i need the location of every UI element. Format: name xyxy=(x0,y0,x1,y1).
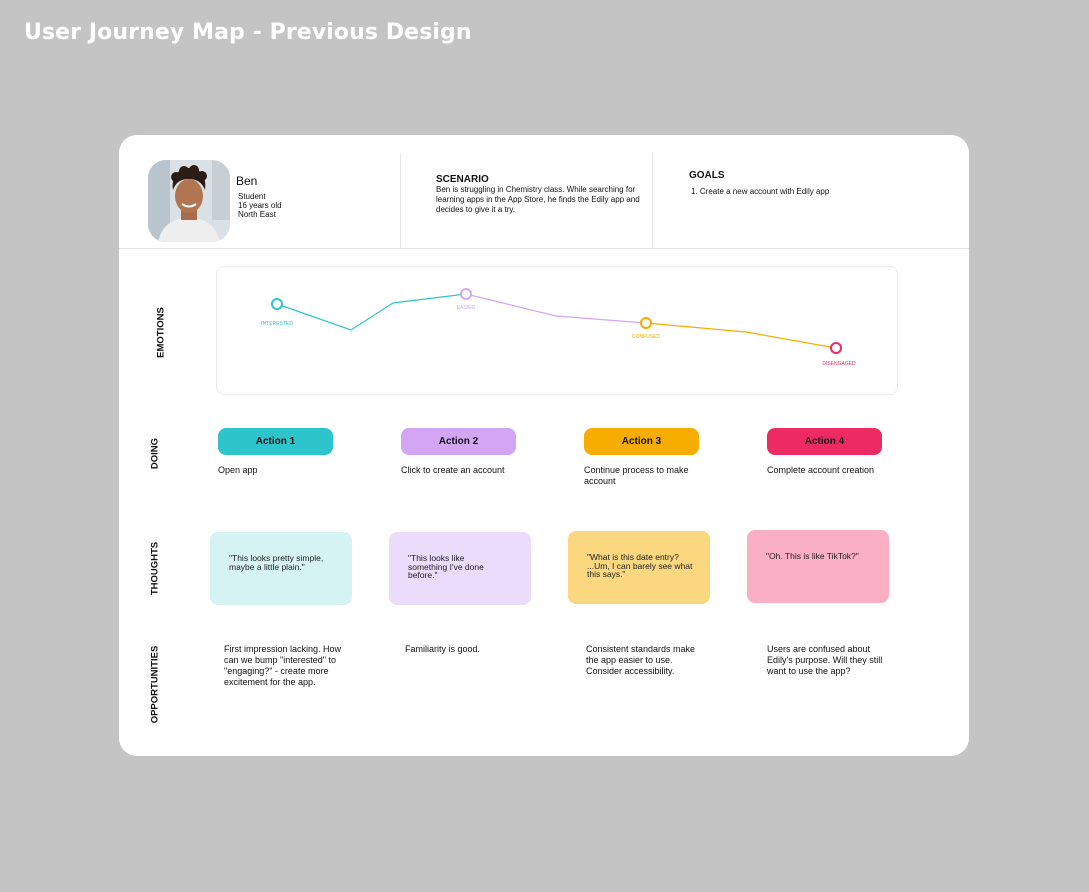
header-divider-1 xyxy=(400,153,401,248)
emotion-point-easier xyxy=(460,288,472,300)
emotion-segment-easier xyxy=(465,293,647,324)
goals-heading: GOALS xyxy=(689,170,725,181)
row-label-thoughts: THOUGHTS xyxy=(149,541,161,596)
persona-age: 16 years old xyxy=(238,201,282,210)
thought-text-1: "This looks pretty simple, maybe a littl… xyxy=(229,553,324,572)
emotion-curve: INTERESTED EASIER CONFUSED DISENGAGED xyxy=(261,288,856,367)
persona-avatar xyxy=(148,160,230,242)
thought-text-4: "Oh. This is like TikTok?" xyxy=(766,551,859,561)
thought-card-1: "This looks pretty simple, maybe a littl… xyxy=(210,532,352,605)
emotion-label-confused: CONFUSED xyxy=(632,334,660,340)
action-2-button[interactable]: Action 2 xyxy=(401,428,516,455)
goal-item: 1. Create a new account with Edily app xyxy=(691,187,830,196)
emotion-label-interested: INTERESTED xyxy=(261,321,293,327)
journey-map-card: Ben Student 16 years old North East SCEN… xyxy=(119,135,969,756)
emotion-point-interested xyxy=(271,298,283,310)
thought-text-2: "This looks like something I've done bef… xyxy=(408,553,484,580)
persona-photo-icon xyxy=(148,160,230,242)
emotion-segment-interested xyxy=(276,293,467,331)
emotion-segment-confused xyxy=(645,322,837,349)
doing-text-1: Open app xyxy=(218,465,258,475)
action-1-button[interactable]: Action 1 xyxy=(218,428,333,455)
scenario-text: Ben is struggling in Chemistry class. Wh… xyxy=(436,185,640,214)
action-4-button[interactable]: Action 4 xyxy=(767,428,882,455)
persona-role: Student xyxy=(238,192,266,201)
action-3-button[interactable]: Action 3 xyxy=(584,428,699,455)
row-label-opportunities: OPPORTUNITIES xyxy=(149,645,161,724)
persona-name: Ben xyxy=(236,174,258,188)
opportunity-text-4: Users are confused about Edily's purpose… xyxy=(767,644,883,676)
scenario-heading: SCENARIO xyxy=(436,174,489,185)
opportunity-text-3: Consistent standards make the app easier… xyxy=(586,644,696,676)
emotion-point-disengaged xyxy=(830,342,842,354)
doing-text-3: Continue process to make account xyxy=(584,465,689,486)
header-separator xyxy=(119,248,969,249)
opportunity-text-2: Familiarity is good. xyxy=(405,644,481,654)
thought-card-2: "This looks like something I've done bef… xyxy=(389,532,531,605)
thought-text-3: "What is this date entry? ...Um, I can b… xyxy=(587,552,693,579)
thought-card-4: "Oh. This is like TikTok?" xyxy=(747,530,889,603)
emotion-label-easier: EASIER xyxy=(457,305,476,311)
row-label-emotions: EMOTIONS xyxy=(155,307,167,358)
persona-location: North East xyxy=(238,210,276,219)
emotion-chart-box xyxy=(216,266,898,395)
opportunity-text-1: First impression lacking. How can we bum… xyxy=(224,644,342,687)
doing-text-2: Click to create an account xyxy=(401,465,505,475)
emotion-point-confused xyxy=(640,317,652,329)
page-title: User Journey Map - Previous Design xyxy=(24,20,472,45)
doing-text-4: Complete account creation xyxy=(767,465,875,475)
emotion-label-disengaged: DISENGAGED xyxy=(822,361,856,367)
thought-card-3: "What is this date entry? ...Um, I can b… xyxy=(568,531,710,604)
header-divider-2 xyxy=(652,153,653,248)
row-label-doing: DOING xyxy=(149,437,161,470)
